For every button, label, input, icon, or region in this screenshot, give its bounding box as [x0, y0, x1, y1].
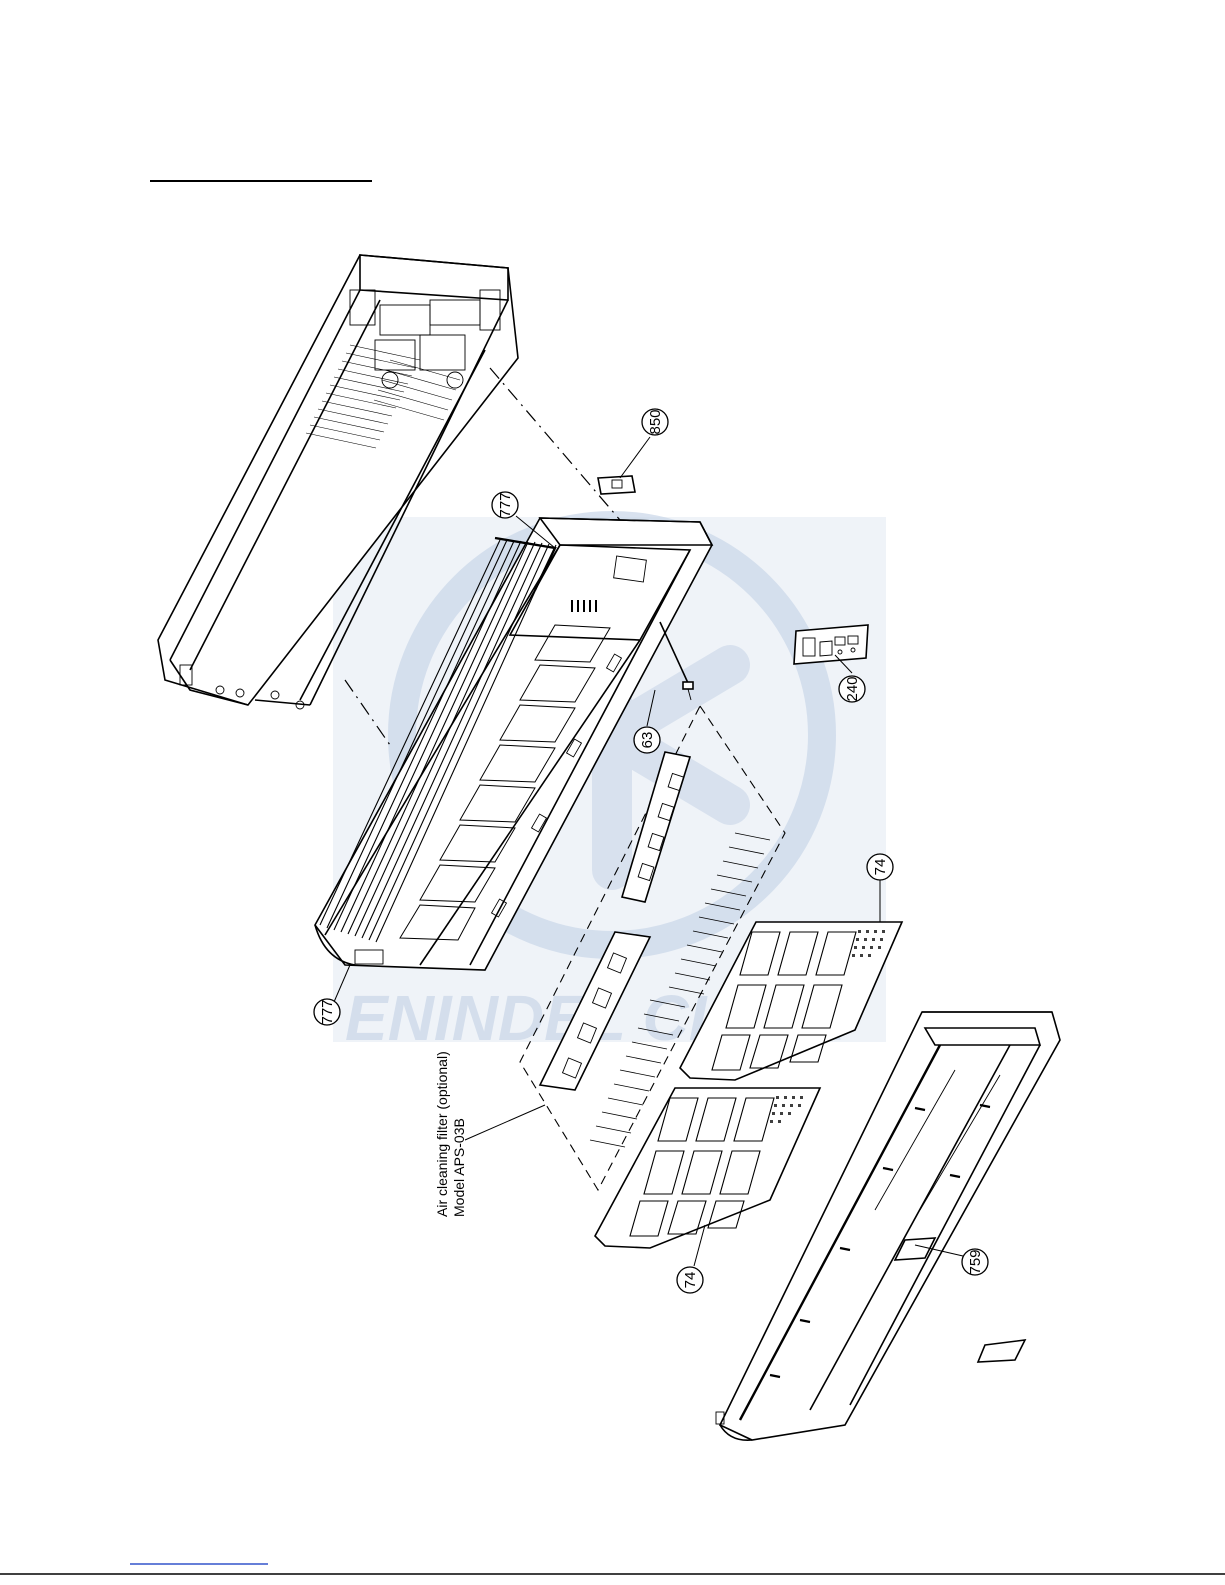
svg-text:850: 850 [647, 409, 664, 434]
svg-text:777: 777 [319, 999, 336, 1024]
callout-759: 759 [962, 1249, 988, 1275]
callout-850: 850 [642, 409, 668, 435]
callout-63: 63 [634, 727, 660, 753]
small-label-part [978, 1340, 1025, 1362]
callout-74-upper: 74 [867, 854, 893, 880]
svg-text:759: 759 [967, 1249, 984, 1274]
bracket-part [598, 476, 635, 494]
optional-filter-note: Air cleaning filter (optional) Model APS… [434, 1051, 467, 1217]
svg-text:63: 63 [639, 732, 656, 749]
svg-text:74: 74 [682, 1272, 699, 1289]
callout-777-bottom: 777 [314, 999, 340, 1025]
note-line-1: Air cleaning filter (optional) [434, 1051, 450, 1217]
remote-controller-part [794, 625, 868, 664]
svg-text:74: 74 [872, 859, 889, 876]
callout-777-top: 777 [492, 492, 518, 518]
callout-74-lower: 74 [677, 1267, 703, 1293]
svg-text:777: 777 [497, 492, 514, 517]
air-filter-lower [595, 1088, 820, 1248]
note-line-2: Model APS-03B [451, 1118, 467, 1217]
front-panel [716, 1012, 1060, 1440]
callout-240: 240 [839, 676, 865, 702]
svg-text:240: 240 [844, 676, 861, 701]
